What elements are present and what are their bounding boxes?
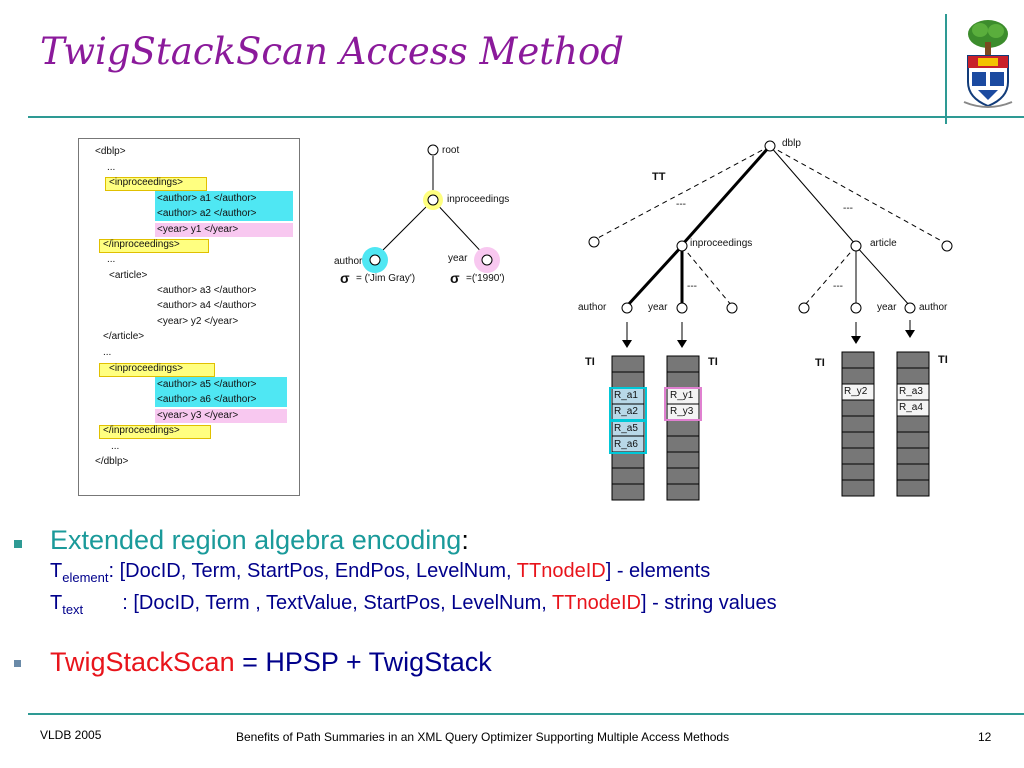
sigma-icon: σ bbox=[340, 270, 350, 286]
xml-line: </inproceedings> bbox=[103, 425, 180, 436]
author-predicate: = ('Jim Gray') bbox=[356, 273, 416, 284]
ti-label: TI bbox=[708, 356, 718, 368]
tt-label: TT bbox=[652, 171, 666, 183]
query-node-author: author bbox=[334, 256, 363, 267]
query-twig-diagram bbox=[362, 144, 500, 273]
summary-node-year: year bbox=[648, 302, 668, 313]
xml-line: </dblp> bbox=[95, 456, 129, 467]
xml-line: <year> y1 </year> bbox=[157, 224, 239, 235]
stack-cell: R_a3 bbox=[899, 386, 923, 397]
xml-line: <dblp> bbox=[95, 146, 126, 157]
xml-line: ... bbox=[111, 441, 120, 452]
footer-venue: VLDB 2005 bbox=[40, 728, 102, 742]
xml-line: <author> a5 </author> bbox=[157, 379, 257, 390]
xml-line: <inproceedings> bbox=[109, 363, 183, 374]
dashes-label: --- bbox=[676, 199, 686, 210]
stack-cell: R_y3 bbox=[670, 406, 694, 417]
xml-line: <inproceedings> bbox=[109, 177, 183, 188]
xml-line: ... bbox=[103, 347, 112, 358]
header-vertical-rule bbox=[945, 14, 947, 124]
bullet-2: TwigStackScan = HPSP + TwigStack bbox=[50, 647, 492, 677]
summary-node-inproceedings: inproceedings bbox=[690, 238, 753, 249]
stack-cell: R_a4 bbox=[899, 402, 923, 413]
ti-label: TI bbox=[815, 357, 825, 369]
xml-line: <author> a2 </author> bbox=[157, 208, 257, 219]
xml-document-box: <dblp> ... <inproceedings> <author> a1 <… bbox=[78, 138, 300, 496]
dashes-label: --- bbox=[833, 281, 843, 292]
xml-line: </inproceedings> bbox=[103, 239, 180, 250]
stack-cell: R_a6 bbox=[614, 439, 638, 450]
university-crest-logo bbox=[963, 20, 1013, 108]
highlight-year-1 bbox=[155, 223, 293, 237]
xml-line: <year> y3 </year> bbox=[157, 410, 239, 421]
highlight-inproceedings-1 bbox=[105, 177, 207, 191]
stack-cell: R_a2 bbox=[614, 406, 638, 417]
highlight-inproceedings-end-2 bbox=[99, 425, 211, 439]
highlight-year-2 bbox=[155, 409, 287, 423]
ti-label: TI bbox=[585, 356, 595, 368]
xml-line: <author> a4 </author> bbox=[157, 300, 257, 311]
highlight-authors-1 bbox=[155, 191, 293, 221]
stack-cell: R_a5 bbox=[614, 423, 638, 434]
path-summary-diagram bbox=[588, 140, 953, 501]
summary-node-year: year bbox=[877, 302, 897, 313]
t-text-line: Ttext: [DocID, Term , TextValue, StartPo… bbox=[50, 592, 777, 617]
t-element-line: Telement: [DocID, Term, StartPos, EndPos… bbox=[50, 560, 711, 585]
summary-node-author: author bbox=[919, 302, 948, 313]
query-node-inproceedings: inproceedings bbox=[447, 194, 510, 205]
xml-line: <author> a3 </author> bbox=[157, 285, 257, 296]
bullet-square-icon bbox=[14, 660, 21, 667]
summary-node-author: author bbox=[578, 302, 607, 313]
xml-line: ... bbox=[107, 162, 116, 173]
query-node-year: year bbox=[448, 253, 468, 264]
page-number: 12 bbox=[978, 730, 992, 744]
dashes-label: --- bbox=[687, 281, 697, 292]
footer-title: Benefits of Path Summaries in an XML Que… bbox=[236, 730, 730, 744]
footer-rule bbox=[28, 713, 1024, 715]
ti-label: TI bbox=[938, 354, 948, 366]
stack-cell: R_y1 bbox=[670, 390, 694, 401]
highlight-inproceedings-end-1 bbox=[99, 239, 209, 253]
summary-node-dblp: dblp bbox=[782, 138, 801, 149]
stack-cell: R_a1 bbox=[614, 390, 638, 401]
highlight-authors-2 bbox=[155, 377, 287, 407]
year-predicate: =('1990') bbox=[466, 273, 505, 284]
xml-line: <author> a6 </author> bbox=[157, 394, 257, 405]
bullet-square-icon bbox=[14, 540, 22, 548]
bullet-1-heading: Extended region algebra encoding: bbox=[50, 525, 469, 555]
xml-line: ... bbox=[107, 254, 116, 265]
xml-line: <year> y2 </year> bbox=[157, 316, 239, 327]
slide-title: TwigStackScan Access Method bbox=[40, 30, 624, 73]
xml-line: </article> bbox=[103, 331, 145, 342]
stack-cell: R_y2 bbox=[844, 386, 868, 397]
xml-line: <article> bbox=[109, 270, 148, 281]
dashes-label: --- bbox=[843, 203, 853, 214]
highlight-inproceedings-2 bbox=[99, 363, 215, 377]
header-rule bbox=[28, 116, 1024, 118]
xml-line: <author> a1 </author> bbox=[157, 193, 257, 204]
query-node-root: root bbox=[442, 145, 460, 156]
sigma-icon: σ bbox=[450, 270, 460, 286]
summary-node-article: article bbox=[870, 238, 897, 249]
